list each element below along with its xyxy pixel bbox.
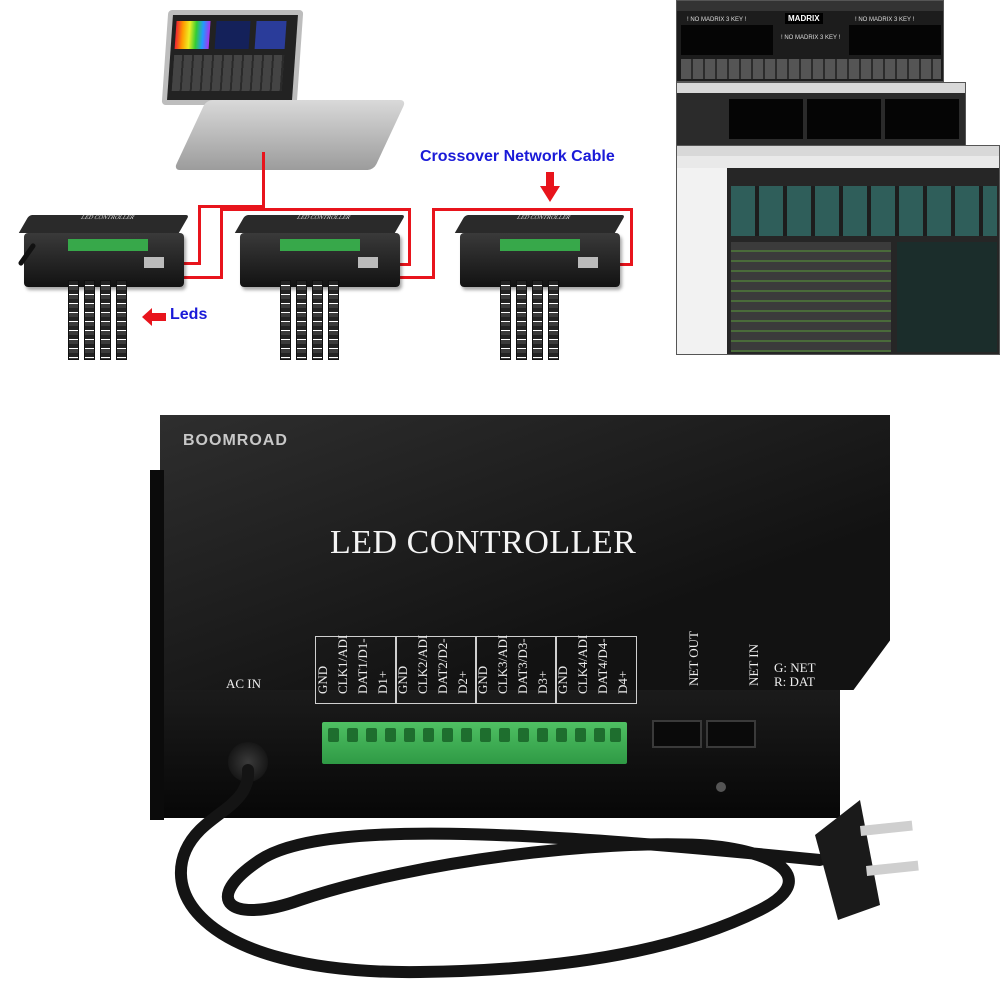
net-out-port: [652, 720, 702, 748]
network-cable: [608, 263, 633, 266]
network-cable: [388, 276, 435, 279]
diagram-controller: LED CONTROLLER: [454, 215, 626, 287]
pin-group-box: [555, 636, 637, 704]
terminal-block: [280, 239, 360, 251]
arrow-down-icon: [540, 172, 560, 202]
cable-laptop: [172, 262, 201, 265]
network-cable: [172, 276, 223, 279]
terminal-block: [68, 239, 148, 251]
sidebar: [677, 168, 727, 354]
led-strip: [68, 280, 79, 360]
preview-pane: [897, 242, 997, 352]
plug-prong: [860, 820, 913, 836]
led-strip: [532, 280, 543, 360]
reset-hole: [716, 782, 726, 792]
led-strip: [312, 280, 323, 360]
net-in-port: [706, 720, 756, 748]
rj45-port: [358, 257, 378, 268]
legend-red: R: DAT: [774, 674, 815, 689]
cable-laptop: [198, 205, 201, 265]
leds-label: Leds: [170, 306, 208, 323]
led-strip: [100, 280, 111, 360]
rj45-port: [578, 257, 598, 268]
network-cable: [432, 208, 632, 211]
network-cable: [432, 208, 435, 278]
cable-laptop: [198, 205, 265, 208]
preview-pane: [849, 25, 941, 55]
legend-green: G: NET: [774, 660, 816, 675]
plug-head: [815, 800, 880, 920]
toolbar: [677, 156, 999, 168]
device-side: [150, 470, 164, 820]
network-cable: [408, 208, 411, 266]
matrix-window: [676, 82, 966, 152]
no-key-notice: ! NO MADRIX 3 KEY !: [781, 35, 841, 41]
preview-pane: [807, 99, 881, 139]
madrix-logo: MADRIX: [785, 13, 823, 24]
pin-group-box: [315, 636, 397, 704]
no-key-notice: ! NO MADRIX 3 KEY !: [687, 17, 747, 23]
terminal-block: [322, 722, 627, 764]
network-cable: [220, 208, 410, 211]
jinx-window: [676, 145, 1000, 355]
no-key-notice: ! NO MADRIX 3 KEY !: [855, 17, 915, 23]
pin-group-box: [395, 636, 477, 704]
effect-grid: [731, 186, 997, 236]
network-cable-label: Crossover Network Cable: [420, 148, 615, 165]
preview-pane: [729, 99, 803, 139]
diagram-controller: LED CONTROLLER: [18, 215, 190, 287]
madrix-window: MADRIX ! NO MADRIX 3 KEY ! ! NO MADRIX 3…: [676, 0, 944, 82]
led-strip: [500, 280, 511, 360]
rj45-port: [144, 257, 164, 268]
network-cable: [220, 208, 223, 278]
led-strip: [280, 280, 291, 360]
device-title: LED CONTROLLER: [330, 524, 637, 561]
brand-logo: BOOMROAD: [183, 432, 288, 449]
ac-in-label: AC IN: [226, 676, 262, 691]
preview-pane: [885, 99, 959, 139]
network-cable: [630, 208, 633, 266]
plug-prong: [865, 860, 919, 876]
led-strip: [328, 280, 339, 360]
cable-laptop: [262, 152, 265, 208]
arrow-left-icon: [142, 308, 166, 326]
led-strip: [548, 280, 559, 360]
terminal-block: [500, 239, 580, 251]
led-strip: [84, 280, 95, 360]
led-strip: [296, 280, 307, 360]
led-strip: [116, 280, 127, 360]
device-top-cover: [160, 415, 890, 690]
led-strip: [516, 280, 527, 360]
pin-group-box: [475, 636, 557, 704]
preview-pane: [681, 25, 773, 55]
diagram-controller: LED CONTROLLER: [234, 215, 406, 287]
control-grid: [681, 59, 941, 79]
parameter-list: [731, 242, 891, 352]
